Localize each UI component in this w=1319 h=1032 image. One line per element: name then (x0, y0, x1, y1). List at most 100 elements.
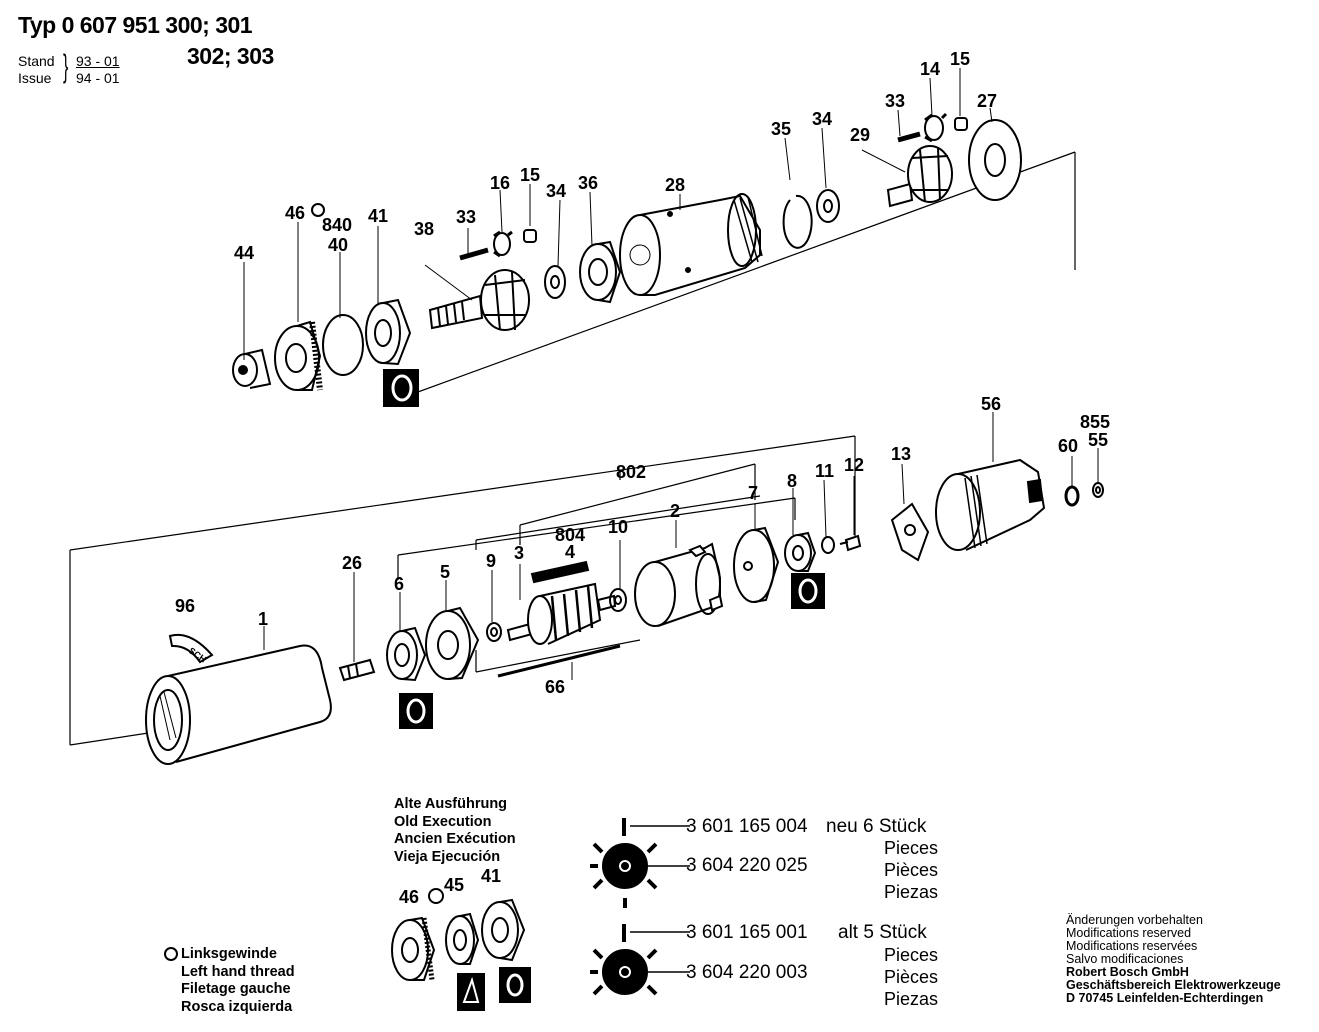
label-34: 34 (546, 181, 567, 201)
vane-old-word-es: Piezas (884, 989, 939, 1009)
bearing-symbol-lower-left (399, 693, 433, 729)
bearing-symbol-lower-right (791, 573, 825, 609)
label-804: 804 (555, 525, 586, 545)
label-38: 38 (414, 219, 435, 239)
part-9-ring (486, 622, 502, 642)
notice-fr: Modifications reservées (1066, 939, 1198, 953)
vane-old-code-b: 3 604 220 003 (686, 962, 808, 983)
old-execution-text: Alte Ausführung Old Execution Ancien Exé… (394, 796, 516, 866)
vane-old-word-fr: Pièces (884, 967, 939, 987)
issue-label: Issue (18, 70, 52, 86)
vane-new-code-a: 3 601 165 004 (686, 816, 808, 837)
label-802: 802 (616, 462, 647, 482)
left-thread-icon-46 (311, 203, 325, 217)
label-11: 11 (815, 461, 835, 481)
part-16-gear (493, 230, 513, 258)
old-label-46: 46 (399, 887, 420, 907)
label-14: 14 (920, 59, 941, 79)
old-execution-de: Alte Ausführung (394, 796, 508, 812)
left-thread-en: Left hand thread (181, 963, 295, 980)
left-thread-de: Linksgewinde (181, 946, 277, 962)
type-title: Typ 0 607 951 300; 301 (18, 12, 253, 38)
label-16: 16 (490, 173, 511, 193)
vane-new-word-fr: Pièces (884, 860, 939, 880)
label-2: 2 (670, 501, 681, 521)
part-1-tube (145, 644, 332, 765)
part-29-fan (861, 145, 953, 208)
part-15-screw-upper (954, 117, 968, 131)
label-9: 9 (486, 551, 497, 571)
notice-de: Änderungen vorbehalten (1066, 913, 1203, 927)
vane-old-word-en: Pieces (884, 945, 939, 965)
stand-label: Stand (18, 53, 55, 69)
label-3: 3 (514, 543, 525, 563)
label-8: 8 (787, 471, 798, 491)
label-5: 5 (440, 562, 451, 582)
vane-new-word-en: Pieces (884, 838, 939, 858)
notice-es: Salvo modificaciones (1066, 952, 1184, 966)
type-title-cont: 302; 303 (187, 43, 274, 69)
vane-new-word-es: Piezas (884, 882, 939, 902)
label-6: 6 (394, 574, 405, 594)
label-29: 29 (850, 125, 871, 145)
stand-value: 93 - 01 (76, 53, 120, 69)
part-36-bearing (579, 240, 622, 304)
part-8-bearing (784, 531, 817, 572)
label-55: 55 (1088, 430, 1109, 450)
part-56-housing (935, 458, 1046, 551)
part-3-rotor (506, 582, 617, 645)
old-execution-en: Old Execution (394, 813, 492, 830)
label-35: 35 (771, 119, 792, 139)
part-40-oring (322, 314, 364, 376)
left-thread-icon (164, 947, 178, 961)
part-35-circlip (782, 194, 813, 249)
label-96: 96 (175, 596, 196, 616)
part-46-nut (274, 320, 323, 391)
label-66: 66 (545, 677, 566, 697)
old-label-41: 41 (481, 866, 502, 886)
old-execution-fr: Ancien Exécution (394, 831, 516, 847)
label-7: 7 (748, 483, 759, 503)
part-5-endplate (425, 606, 480, 680)
part-12-screw (839, 534, 862, 552)
part-11-ring (821, 536, 835, 554)
vane-new-qty: neu 6 Stück (826, 816, 927, 837)
label-840: 840 (322, 215, 353, 235)
label-28: 28 (665, 175, 686, 195)
vane-symbol-old (590, 924, 690, 996)
vane-old-code-a: 3 601 165 001 (686, 922, 808, 943)
part-55-washer (1092, 482, 1104, 498)
bearing-symbol-upper (383, 369, 419, 407)
label-4: 4 (565, 542, 576, 562)
label-27: 27 (977, 91, 998, 111)
part-13-plate (890, 502, 930, 562)
label-15: 15 (520, 165, 541, 185)
label-41: 41 (368, 206, 389, 226)
part-41-bearing (365, 298, 412, 366)
company-division: Geschäftsbereich Elektrowerkzeuge (1066, 978, 1281, 992)
part-34-washer (544, 265, 566, 299)
part-28-cylinder (619, 193, 763, 296)
part-10-washer (609, 588, 627, 612)
lower-frame (69, 435, 856, 746)
old-label-45: 45 (444, 875, 465, 895)
label-33-upper: 33 (885, 91, 906, 111)
part-4-vane (530, 560, 590, 584)
label-26: 26 (342, 553, 363, 573)
vane-new-code-b: 3 604 220 025 (686, 855, 808, 876)
modifications-notice: Änderungen vorbehalten Modifications res… (1066, 914, 1281, 1005)
label-10: 10 (608, 517, 629, 537)
label-46: 46 (285, 203, 306, 223)
vane-symbol-new (590, 818, 690, 908)
issue-value: 94 - 01 (76, 70, 120, 86)
old-execution-es: Vieja Ejecución (394, 848, 501, 865)
part-2-cylinder (634, 542, 724, 627)
part-34-washer-upper (816, 189, 840, 223)
part-44-cap (232, 348, 272, 389)
notice-en: Modifications reserved (1066, 926, 1192, 940)
label-15-upper: 15 (950, 49, 971, 69)
label-60: 60 (1058, 436, 1079, 456)
leader-lines (243, 68, 1099, 680)
part-14-gear (924, 112, 948, 143)
